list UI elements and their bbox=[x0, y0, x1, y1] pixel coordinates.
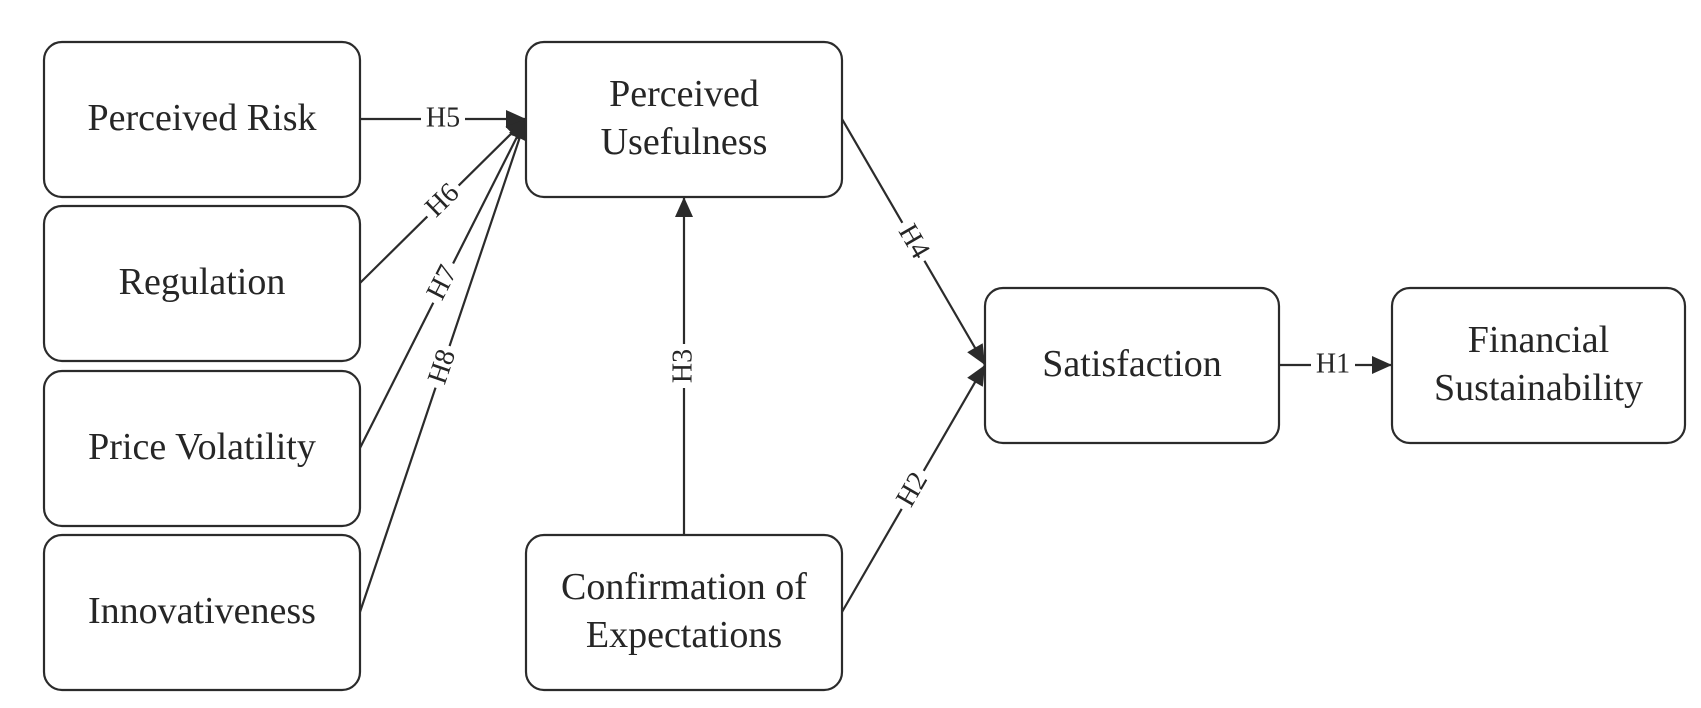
edge-label-bg-h4 bbox=[889, 215, 937, 269]
arrowhead-h8 bbox=[511, 119, 529, 141]
node-confirmation-of-expectations: Confirmation of Expectations bbox=[524, 533, 844, 692]
edge-h3: H3 bbox=[667, 197, 699, 535]
edge-label-bg-h2 bbox=[889, 463, 937, 517]
node-perceived-risk: Perceived Risk bbox=[42, 40, 362, 199]
node-box-price-volatility bbox=[42, 369, 362, 528]
arrowhead-h2 bbox=[967, 365, 985, 387]
edge-label-bg-h5 bbox=[421, 104, 465, 134]
node-label-confirmation-of-expectations-line-2: Expectations bbox=[586, 614, 782, 656]
edge-label-bg-h6 bbox=[416, 174, 470, 228]
edge-label-bg-h8 bbox=[421, 341, 465, 393]
node-label-perceived-risk: Perceived Risk bbox=[87, 97, 316, 139]
edge-label-bg-h1 bbox=[1311, 350, 1355, 380]
arrowhead-h1 bbox=[1372, 356, 1392, 374]
node-label-confirmation-of-expectations-line-1: Confirmation of bbox=[561, 566, 807, 608]
node-label-satisfaction: Satisfaction bbox=[1042, 343, 1221, 385]
node-box-perceived-risk bbox=[42, 40, 362, 199]
node-label-price-volatility: Price Volatility bbox=[88, 426, 316, 468]
node-regulation: Regulation bbox=[42, 204, 362, 363]
node-innovativeness: Innovativeness bbox=[42, 533, 362, 692]
node-label-innovativeness: Innovativeness bbox=[88, 590, 316, 632]
edge-label-group-h3: H3 bbox=[667, 344, 699, 388]
node-box-financial-sustainability bbox=[1390, 286, 1687, 445]
arrowhead-h5 bbox=[506, 110, 526, 128]
edge-h2: H2 bbox=[841, 364, 986, 613]
node-label-regulation: Regulation bbox=[119, 261, 286, 303]
edge-label-group-h1: H1 bbox=[1311, 348, 1355, 380]
arrowhead-h3 bbox=[675, 197, 693, 217]
edge-h7: H7 bbox=[359, 118, 527, 449]
edge-label-group-h4: H4 bbox=[889, 215, 937, 269]
edge-label-h3: H3 bbox=[667, 349, 698, 383]
node-label-perceived-usefulness-line-1: Perceived bbox=[609, 73, 759, 115]
node-box-satisfaction bbox=[983, 286, 1281, 445]
edge-label-h5: H5 bbox=[426, 102, 460, 133]
node-label-perceived-usefulness-line-2: Usefulness bbox=[601, 121, 768, 163]
node-box-confirmation-of-expectations bbox=[524, 533, 844, 692]
edge-label-group-h2: H2 bbox=[889, 463, 937, 517]
edge-label-bg-h3 bbox=[669, 344, 699, 388]
edge-h4: H4 bbox=[841, 118, 986, 366]
node-price-volatility: Price Volatility bbox=[42, 369, 362, 528]
edge-label-group-h5: H5 bbox=[421, 102, 465, 134]
node-label-financial-sustainability-line-1: Financial bbox=[1468, 319, 1609, 361]
edge-label-h1: H1 bbox=[1316, 348, 1350, 379]
node-label-financial-sustainability-line-2: Sustainability bbox=[1434, 367, 1643, 409]
edge-label-group-h7: H7 bbox=[419, 256, 467, 310]
node-box-innovativeness bbox=[42, 533, 362, 692]
edge-label-bg-h7 bbox=[419, 256, 467, 310]
edge-h5: H5 bbox=[360, 102, 526, 134]
arrowhead-h4 bbox=[967, 343, 985, 365]
edge-h1: H1 bbox=[1279, 348, 1392, 380]
node-box-perceived-usefulness bbox=[524, 40, 844, 199]
node-box-regulation bbox=[42, 204, 362, 363]
edge-label-group-h8: H8 bbox=[421, 341, 465, 393]
node-satisfaction: Satisfaction bbox=[983, 286, 1281, 445]
